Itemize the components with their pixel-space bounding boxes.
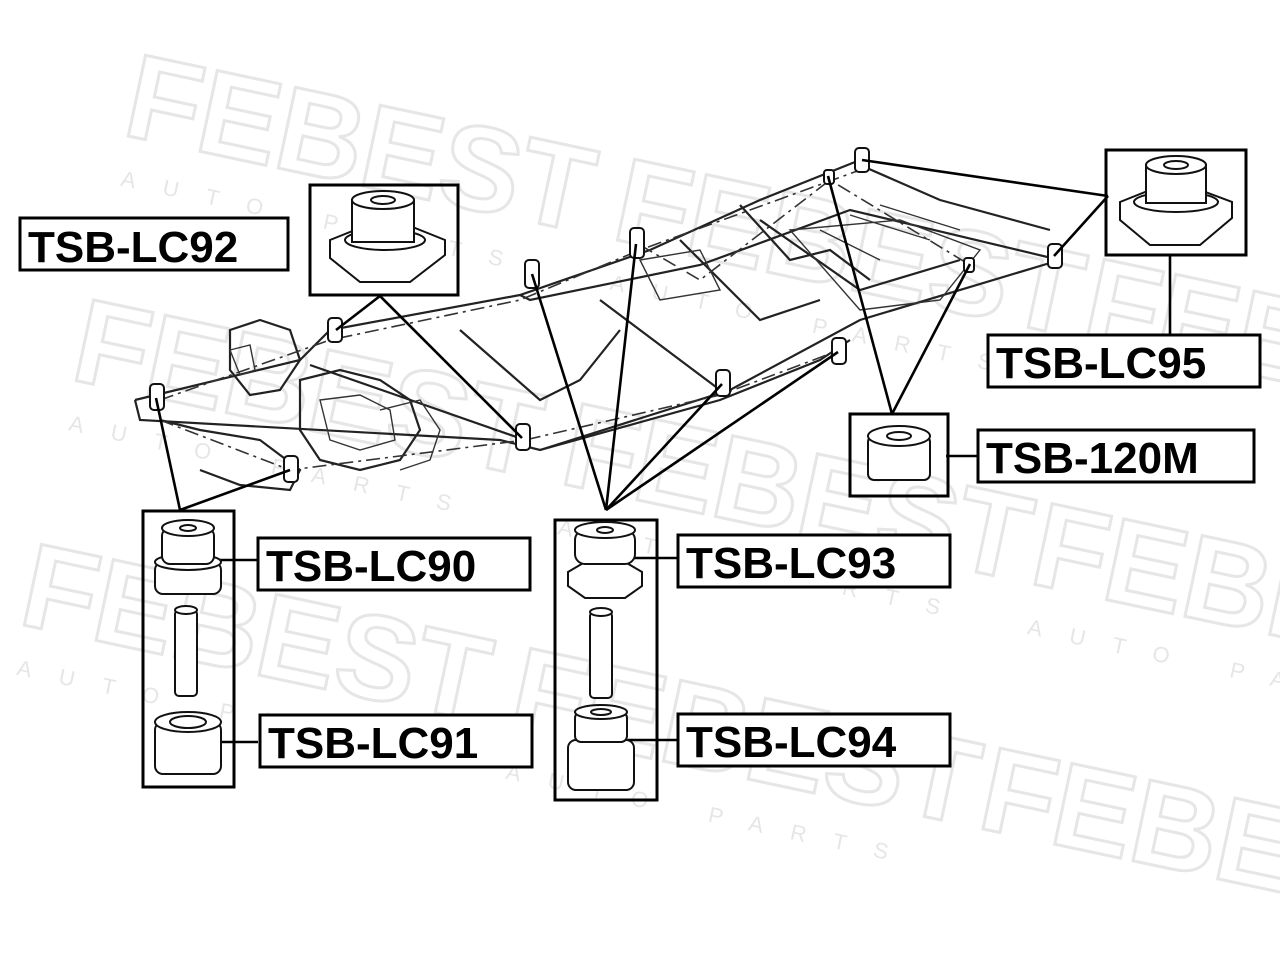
label-lc91-text: TSB-LC91 [268, 719, 478, 768]
watermark-layer: FEBEST FEBEST FEBEST FEBEST FEBEST FEBES… [10, 27, 1280, 952]
label-lc93-text: TSB-LC93 [686, 539, 896, 588]
label-lc90-text: TSB-LC90 [266, 542, 476, 591]
label-lc91: TSB-LC91 [258, 713, 534, 769]
label-lc94-text: TSB-LC94 [686, 718, 897, 767]
label-lc93: TSB-LC93 [676, 533, 952, 589]
part-lc90-lc91-image [141, 509, 236, 789]
watermark-brand: FEBEST [970, 722, 1280, 951]
vehicle-frame-drawing [133, 147, 1063, 492]
label-lc90: TSB-LC90 [256, 536, 532, 592]
label-120m: TSB-120M [976, 428, 1256, 484]
part-120m-image [848, 412, 950, 498]
part-lc93-lc94-image [553, 518, 659, 802]
part-lc92-image [308, 183, 460, 297]
label-120m-text: TSB-120M [986, 434, 1199, 483]
part-lc95-image [1104, 148, 1248, 257]
label-lc92-text: TSB-LC92 [28, 223, 238, 272]
label-lc95-text: TSB-LC95 [996, 339, 1206, 388]
leader-lines [154, 158, 1172, 744]
label-lc92: TSB-LC92 [18, 216, 290, 272]
label-lc94: TSB-LC94 [676, 712, 952, 768]
label-lc95: TSB-LC95 [986, 333, 1262, 389]
